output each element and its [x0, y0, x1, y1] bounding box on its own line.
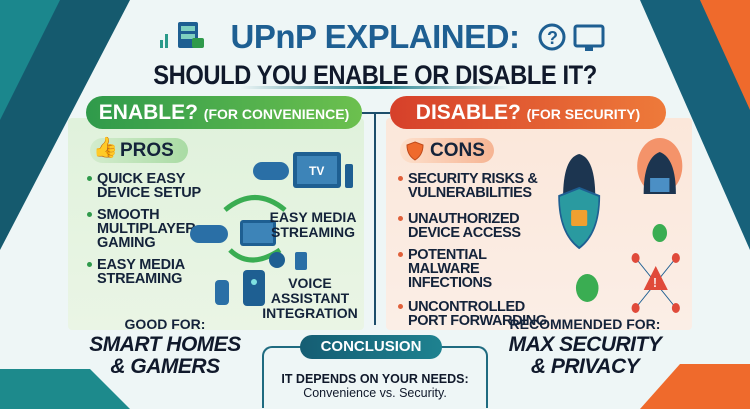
- page-title: UPnP EXPLAINED:: [230, 18, 520, 55]
- pros-label-text: PROS: [120, 140, 174, 161]
- con-item: POTENTIAL MALWARE INFECTIONS: [398, 248, 553, 290]
- pro-item: SMOOTH MULTIPLAYER GAMING: [87, 208, 217, 250]
- server-lock-icon: [160, 22, 204, 48]
- cons-label: CONS: [400, 138, 494, 163]
- disable-note: (FOR SECURITY): [526, 106, 641, 122]
- security-threats-illustration: !: [558, 138, 683, 313]
- center-divider: [374, 112, 376, 325]
- cons-label-text: CONS: [430, 140, 485, 161]
- question-bubble-icon: ?: [538, 23, 605, 51]
- pros-list: QUICK EASY DEVICE SETUP SMOOTH MULTIPLAY…: [87, 172, 217, 294]
- disable-header: DISABLE? (FOR SECURITY): [390, 96, 666, 129]
- conclusion-line1: IT DEPENDS ON YOUR NEEDS:: [281, 372, 469, 386]
- good-for-label: GOOD FOR:: [124, 316, 206, 332]
- shield-icon: [406, 141, 424, 161]
- svg-text:!: !: [653, 275, 656, 290]
- pro-item: EASY MEDIA STREAMING: [87, 258, 217, 286]
- con-item: SECURITY RISKS & VULNERABILITIES: [398, 172, 553, 200]
- decor-top-right: [640, 0, 750, 250]
- conclusion-line2: Convenience vs. Security.: [303, 386, 447, 400]
- devices-illustration: TV: [190, 152, 353, 306]
- tv-label: TV: [309, 164, 324, 178]
- enable-header: ENABLE? (FOR CONVENIENCE): [86, 96, 362, 129]
- title-divider: [240, 86, 510, 89]
- voice-assistant-label: VOICE ASSISTANT INTEGRATION: [262, 275, 358, 321]
- media-streaming-label: EASY MEDIA STREAMING: [269, 209, 357, 240]
- cons-list: SECURITY RISKS & VULNERABILITIES UNAUTHO…: [398, 172, 553, 336]
- recommended-line1: MAX SECURITY: [508, 333, 662, 356]
- recommended-line2: & PRIVACY: [530, 355, 640, 378]
- page-subtitle: SHOULD YOU ENABLE OR DISABLE IT?: [153, 60, 597, 90]
- recommended-for-label: RECOMMENDED FOR:: [509, 316, 661, 332]
- decor-bottom-left: [0, 369, 130, 409]
- header-connector: [362, 112, 390, 114]
- disable-heading: DISABLE?: [415, 101, 521, 124]
- conclusion-label: CONCLUSION: [300, 335, 442, 359]
- good-for-line1: SMART HOMES: [89, 333, 241, 356]
- enable-heading: ENABLE?: [98, 101, 198, 124]
- decor-top-left: [0, 0, 130, 250]
- thumbs-up-icon: 👍: [93, 137, 118, 159]
- enable-note: (FOR CONVENIENCE): [203, 106, 350, 122]
- decor-bottom-right: [640, 364, 750, 409]
- svg-text:?: ?: [547, 28, 558, 48]
- pro-item: QUICK EASY DEVICE SETUP: [87, 172, 217, 200]
- pros-label: 👍PROS: [90, 137, 188, 163]
- con-item: UNCONTROLLED PORT FORWARDING: [398, 300, 553, 328]
- con-item: UNAUTHORIZED DEVICE ACCESS: [398, 212, 553, 240]
- good-for-line2: & GAMERS: [110, 355, 220, 378]
